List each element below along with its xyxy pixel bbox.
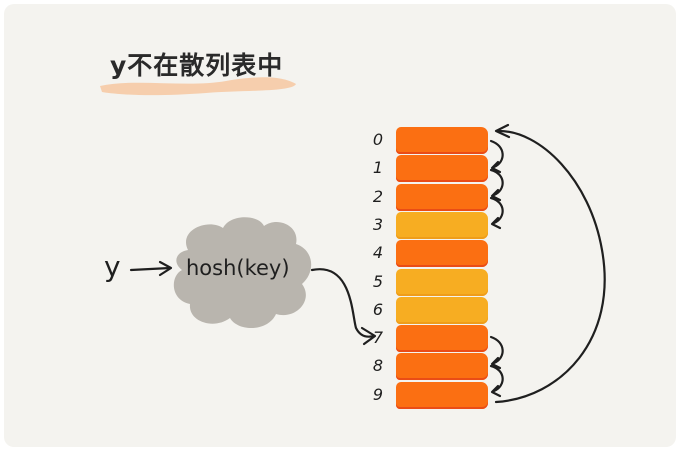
hash-function-label: hosh(key)	[186, 256, 290, 280]
probe-arrowhead-0-1	[490, 160, 502, 174]
hash-to-slot-arrow	[310, 268, 376, 338]
slot-index-6: 6	[372, 300, 384, 319]
slot-index-1: 1	[372, 158, 384, 177]
hash-slot-4	[396, 240, 488, 267]
probe-arrow-1-2	[489, 168, 504, 197]
probe-arrowhead-1-2	[490, 188, 502, 202]
probe-arrowhead-8-9	[490, 384, 502, 398]
probe-arrow-7-8	[489, 335, 504, 365]
probe-arrow-2-3	[489, 196, 504, 225]
slot-index-2: 2	[372, 187, 384, 206]
slot-index-4: 4	[372, 243, 384, 262]
slot-index-5: 5	[372, 272, 384, 291]
input-to-hash-arrowhead	[158, 260, 173, 277]
input-key-label: y	[104, 250, 121, 283]
hash-slot-0	[396, 127, 488, 154]
hash-slot-5	[396, 269, 488, 296]
slot-index-0: 0	[372, 130, 384, 149]
hash-slot-8	[396, 353, 488, 380]
slot-index-9: 9	[372, 385, 384, 404]
wrap-around-arrowhead	[494, 123, 511, 139]
slot-index-8: 8	[372, 356, 384, 375]
slot-index-7: 7	[372, 328, 384, 347]
input-to-hash-arrow	[129, 266, 172, 272]
hash-slot-6	[396, 297, 488, 324]
hash-slot-2	[396, 184, 488, 211]
probe-arrowhead-7-8	[490, 356, 502, 370]
wrap-around-arrow	[494, 129, 606, 404]
title-highlight-brush	[100, 77, 296, 96]
probe-arrow-0-1	[489, 139, 504, 169]
hash-to-slot-arrowhead	[360, 326, 377, 346]
hash-function-cloud	[173, 217, 312, 329]
probe-arrowhead-2-3	[490, 216, 502, 230]
hash-slot-9	[396, 382, 488, 409]
diagram-title: y不在散列表中	[110, 51, 284, 80]
probe-arrow-8-9	[489, 364, 504, 393]
hash-slot-1	[396, 155, 488, 182]
slot-index-3: 3	[372, 215, 384, 234]
hash-slot-3	[396, 212, 488, 239]
hash-slot-7	[396, 325, 488, 352]
